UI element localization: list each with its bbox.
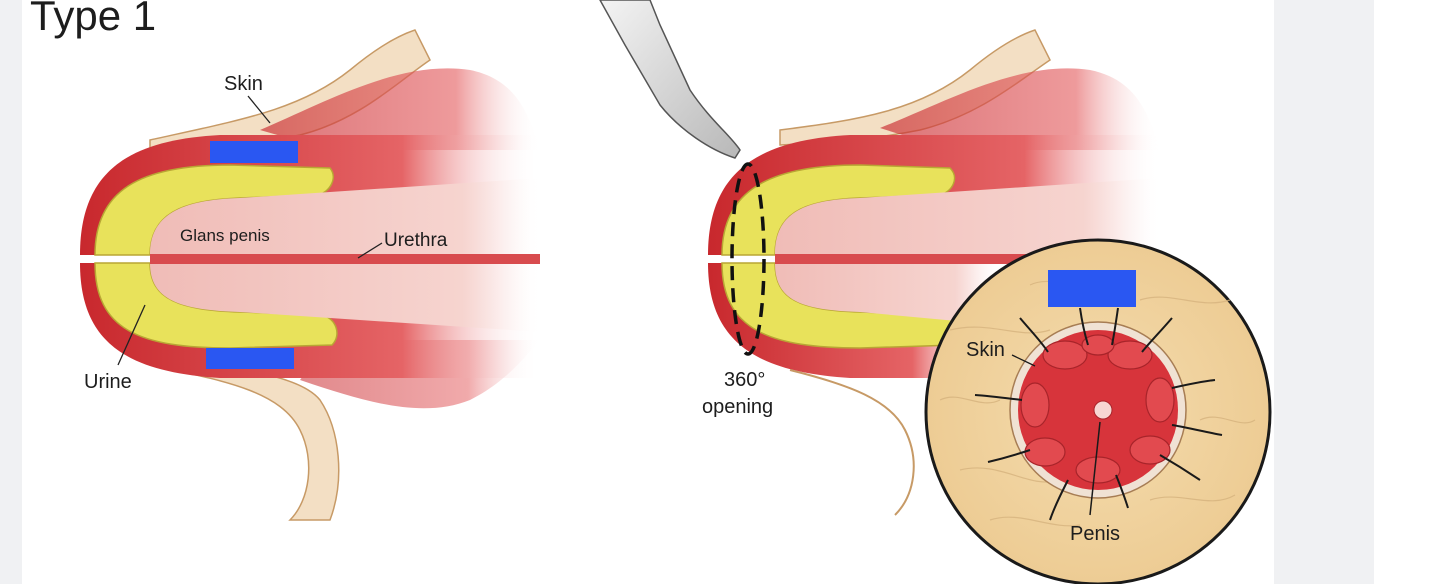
skin-fold-bottom: [149, 359, 340, 521]
sutures: [974, 307, 1223, 521]
label-opening-degrees: 360°: [724, 369, 765, 391]
urethral-meatus: [1093, 400, 1113, 420]
figure-title: Type 1: [30, 0, 156, 39]
muscle-fibers-top: [260, 68, 540, 150]
label-inset-penis: Penis: [1070, 523, 1120, 545]
incision-line-360: [730, 162, 766, 356]
skin-leader: [247, 95, 271, 124]
scalpel-illustration: [599, 0, 741, 159]
urethra-channel-right: [775, 254, 1160, 264]
right-diagram: 360° opening: [702, 29, 1160, 516]
glans-inner-upper-right: [775, 178, 1160, 255]
urethra-leader: [357, 242, 383, 259]
redaction-block-inset: [1048, 270, 1136, 307]
label-skin: Skin: [224, 73, 263, 95]
left-diagram: Skin Glans penis Urethra Urine: [80, 29, 540, 521]
skin-fold-bottom-right: [789, 369, 915, 516]
inset-close-up: Skin Penis: [924, 238, 1272, 584]
label-glans-penis: Glans penis: [180, 226, 270, 245]
label-opening: opening: [702, 396, 773, 418]
mucosa-folds: [1020, 334, 1175, 484]
urine-leader: [117, 304, 146, 366]
label-inset-skin: Skin: [966, 339, 1005, 361]
glans-inner-upper: [150, 178, 540, 255]
inset-skin-leader: [1011, 354, 1036, 367]
glans-inner-lower-right: [775, 263, 1000, 325]
scrollbar-track[interactable]: [1374, 0, 1440, 584]
muscle-fibers-top-right: [880, 68, 1160, 150]
urethra-channel: [150, 254, 540, 264]
label-urine: Urine: [84, 371, 132, 393]
glans-inner-lower: [150, 263, 540, 332]
inset-penis-leader: [1089, 421, 1101, 516]
label-urethra: Urethra: [384, 230, 448, 251]
redaction-block-top: [210, 141, 298, 163]
redaction-block-bottom: [206, 348, 294, 369]
